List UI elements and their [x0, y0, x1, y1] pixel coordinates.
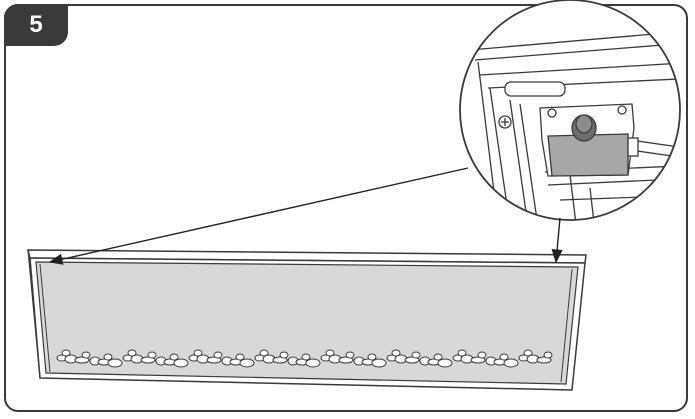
fireplace-panel — [27, 249, 587, 391]
stone — [74, 356, 90, 364]
stone — [437, 358, 453, 368]
stone — [536, 356, 552, 364]
stone — [213, 351, 223, 359]
stone — [61, 349, 71, 357]
stone — [477, 351, 487, 359]
stone — [404, 356, 420, 364]
stone — [279, 351, 289, 359]
stone — [301, 353, 311, 361]
stone — [173, 358, 189, 368]
stone — [305, 358, 321, 368]
stone — [470, 356, 486, 364]
stone — [193, 349, 203, 357]
stone — [206, 356, 222, 364]
stone — [523, 349, 533, 357]
stone — [338, 356, 354, 364]
stone — [239, 358, 255, 368]
stone — [411, 351, 421, 359]
stone — [259, 349, 269, 357]
stone — [503, 358, 519, 368]
stone — [371, 358, 387, 368]
step-number-badge: 5 — [4, 4, 68, 46]
stone — [367, 353, 377, 361]
stone — [81, 351, 91, 359]
stone — [127, 349, 137, 357]
pointer-arrows-icon — [48, 167, 563, 265]
stone — [169, 353, 179, 361]
decorative-stones-icon — [56, 349, 553, 368]
stone — [272, 356, 288, 364]
stone — [345, 351, 355, 359]
stone — [235, 353, 245, 361]
stone — [325, 349, 335, 357]
stone — [543, 351, 553, 359]
stone — [107, 358, 123, 368]
stone — [140, 356, 156, 364]
magnified-bracket-callout — [459, 0, 681, 221]
stone — [433, 353, 443, 361]
stone — [103, 353, 113, 361]
stone — [147, 351, 157, 359]
stone — [457, 349, 467, 357]
stone — [499, 353, 509, 361]
stone — [391, 349, 401, 357]
